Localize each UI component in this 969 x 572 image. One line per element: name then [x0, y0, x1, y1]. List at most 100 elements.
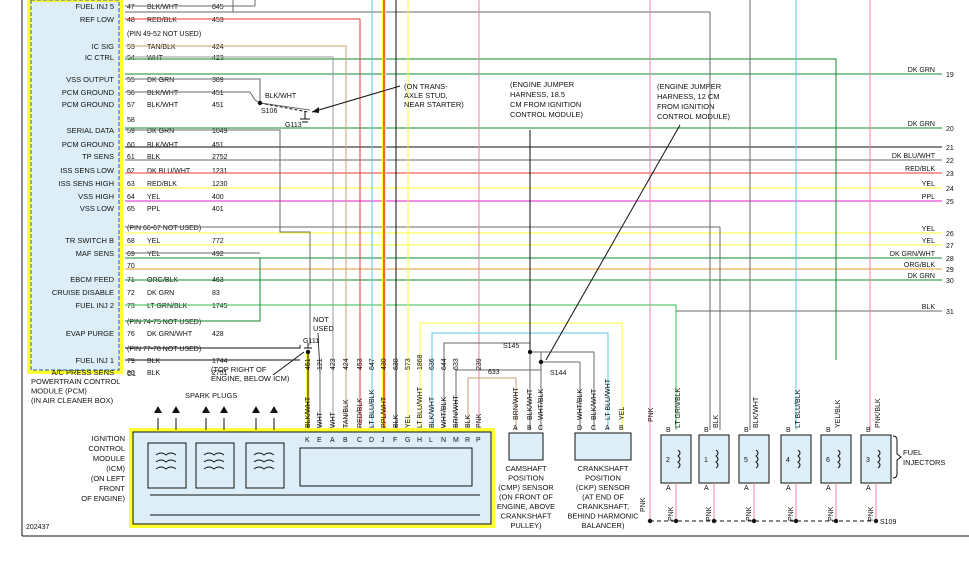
spark-plug-arrow [202, 406, 210, 413]
icm-pin-wire-color: YEL [405, 415, 412, 428]
injector-bottom-wire: PNK [668, 506, 675, 521]
ckp-pin-letter: C [591, 425, 596, 432]
ignition-control-module: SPARK PLUGSIGNITIONCONTROLMODULE(ICM)(ON… [81, 354, 500, 528]
cmp-caption: POSITION [508, 474, 544, 483]
jumper-right-pointer [545, 124, 681, 361]
s106-wire-label: BLK/WHT [265, 93, 297, 100]
pcm-pin-number: 47 [127, 4, 135, 11]
pcm-pin-label: FUEL INJ 5 [76, 2, 114, 11]
icm-pin-letter: D [369, 437, 374, 444]
ignition-coil [147, 442, 187, 489]
cmp-pin-letter: A [513, 425, 518, 432]
pcm-wire-color: YEL [147, 238, 160, 245]
pcm-wire-color: RED/BLK [147, 181, 177, 188]
ckp-caption: (CKP) SENSOR [576, 483, 631, 492]
pcm-pin-label: MAF SENS [76, 249, 114, 258]
pcm-wire-color: BLK/WHT [147, 102, 179, 109]
injector-pin-a: A [826, 485, 831, 492]
g113-pointer [311, 85, 401, 113]
pcm-wire-color: PPL [147, 206, 160, 213]
icm-pin-letter: C [357, 437, 362, 444]
s109-splice-dot [711, 518, 717, 524]
pcm-circuit-number: 845 [212, 4, 224, 11]
icm-pin-wire-color: PNK [476, 413, 483, 428]
coil-winding [203, 459, 225, 463]
right-edge-wire-color: DK GRN [908, 67, 935, 74]
pcm-wire-color: BLK [147, 154, 161, 161]
pcm-pin-label: IC CTRL [85, 53, 114, 62]
right-edge-ref-number: 28 [946, 256, 954, 263]
pcm-pin-number: 56 [127, 90, 135, 97]
wire [125, 45, 347, 430]
wire [125, 304, 677, 430]
pcm-circuit-number: 401 [212, 206, 224, 213]
cmp-caption: CRANKSHAFT [501, 512, 552, 521]
jumper-right-note: HARNESS, 12 CM [657, 92, 720, 101]
icm-pin-wire-color: TAN/BLK [343, 399, 350, 428]
icm-pin-letter: L [429, 437, 433, 444]
g113-note: (ON TRANS- [404, 82, 448, 91]
g113-note: AXLE STUD, [404, 91, 448, 100]
pcm-circuit-number: 400 [212, 194, 224, 201]
pcm-pin-number: 73 [127, 303, 135, 310]
fuel-injector-number: 4 [786, 457, 790, 464]
icm-caption: (ICM) [106, 464, 125, 473]
coil-winding [203, 466, 225, 470]
fuel-injector-body [780, 434, 812, 484]
ckp-sensor-body [574, 432, 632, 461]
icm-pin-circuit: 453 [357, 358, 364, 370]
ckp-caption: CRANKSHAFT [578, 464, 629, 473]
pcm-pin-label: FUEL INJ 2 [76, 301, 114, 310]
right-edge-ref-number: 29 [946, 267, 954, 274]
jumper-left-note: CM FROM IGNITION [510, 100, 581, 109]
injector-coil [837, 449, 841, 469]
pcm-pin-number: 65 [127, 206, 135, 213]
injector-bracket [892, 435, 902, 479]
pcm-wire-color: DK BLU/WHT [147, 168, 191, 175]
icm-pin-letter: H [417, 437, 422, 444]
injector-pin-a: A [666, 485, 671, 492]
cmp-pin-wire: WHT/BLK [538, 389, 545, 420]
coil-winding [253, 452, 275, 456]
pcm-pin-label: PCM GROUND [62, 140, 115, 149]
pcm-pin-number: 69 [127, 251, 135, 258]
ckp-pin-wire: LT BLU/WHT [605, 378, 612, 420]
ckp-pin-wire: YEL [619, 407, 626, 420]
icm-pin-wire-color: BLK/WHT [429, 396, 436, 428]
g111-note: (TOP RIGHT OF [211, 365, 267, 374]
icm-pin-circuit: 647 [369, 358, 376, 370]
s144-label: S144 [550, 370, 566, 377]
icm-caption: IGNITION [92, 434, 125, 443]
fuel-injectors-caption: FUEL [903, 448, 922, 457]
pcm-wire-color: BLK [147, 358, 161, 365]
spark-plug-arrow [154, 406, 162, 413]
ignition-coil [195, 442, 235, 489]
pcm-circuit-number: 451 [212, 142, 224, 149]
pcm-wire-color: DK GRN/WHT [147, 331, 193, 338]
pcm-wire-color: YEL [147, 194, 160, 201]
cmp-caption: (CMP) SENSOR [498, 483, 554, 492]
pcm-pin-number: 76 [127, 331, 135, 338]
right-edge-ref-number: 19 [946, 72, 954, 79]
icm-pin-letter: M [453, 437, 459, 444]
pcm-caption: MODULE (PCM) [31, 387, 87, 396]
ground-g113-icon [300, 112, 310, 123]
g111-not-used: USED [313, 324, 334, 333]
pcm-pin-number: 48 [127, 17, 135, 24]
right-edge-ref-number: 30 [946, 278, 954, 285]
coil-winding [155, 466, 177, 470]
pcm-pin-number: 64 [127, 194, 135, 201]
injector-pin-b: B [826, 427, 831, 434]
g111-note: ENGINE, BELOW ICM) [211, 374, 290, 383]
icm-caption: CONTROL [88, 444, 125, 453]
icm-pin-letter: G [405, 437, 410, 444]
pcm-pin-number: 79 [127, 358, 135, 365]
right-edge-ref-number: 21 [946, 145, 954, 152]
ckp-pin-wire: WHT/BLK [577, 389, 584, 420]
icm-pin-circuit: 573 [405, 358, 412, 370]
pcm-pin-number: 68 [127, 238, 135, 245]
cmp-caption: CAMSHAFT [505, 464, 547, 473]
icm-pin-wire-color: PPL/WHT [381, 396, 388, 428]
right-edge-wire-color: DK GRN/WHT [890, 251, 936, 258]
